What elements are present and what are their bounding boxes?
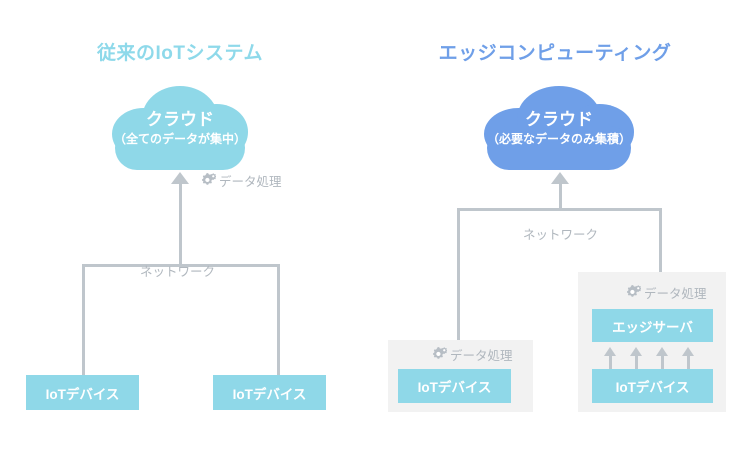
left-processing-label: データ処理 [219,175,282,189]
edge-arrow-head-1 [604,347,616,356]
right-group-2-processing-label-group: データ処理 [626,283,707,302]
edge-arrow-stem-2 [634,356,638,369]
right-group-2-processing-label: データ処理 [644,287,707,301]
left-network-bus [82,264,280,267]
left-iot-device-2: IoTデバイス [213,375,326,410]
left-cloud-text: クラウド （全てのデータが集中） [114,109,246,147]
right-group2-drop-line [659,208,662,278]
right-cloud-node: クラウド （必要なデータのみ集積） [484,86,634,170]
left-cloud-title: クラウド [145,109,214,129]
right-group-1-iot-device: IoTデバイス [398,369,511,403]
edge-arrow-head-2 [630,347,642,356]
cloud-base [114,126,246,170]
left-section-title: 従来のIoTシステム [97,43,263,64]
right-section-title: エッジコンピューティング [438,43,672,64]
left-cloud-node: クラウド （全てのデータが集中） [112,86,248,170]
right-cloud-title: クラウド [524,109,593,129]
right-group-1-processing-label: データ処理 [450,349,513,363]
edge-arrow-head-4 [682,347,694,356]
right-group-1-processing-label-group: データ処理 [432,345,513,364]
right-cloud-text: クラウド （必要なデータのみ集積） [487,109,631,147]
left-processing-label-group: データ処理 [201,171,282,190]
gears-icon [201,172,217,189]
right-network-bus [457,208,662,211]
cloud-base [487,126,631,170]
left-device1-drop-line [82,264,85,378]
edge-arrow-stem-3 [660,356,664,369]
left-iot-device-1: IoTデバイス [26,375,139,410]
left-network-label: ネットワーク [140,265,216,279]
left-cloud-arrowhead [171,172,189,184]
right-network-label: ネットワーク [523,228,599,242]
right-cloud-trunk-line [558,183,562,210]
left-device2-drop-line [277,264,280,378]
edge-arrow-stem-1 [608,356,612,369]
edge-arrow-head-3 [656,347,668,356]
gears-icon [432,346,448,363]
edge-arrow-stem-4 [686,356,690,369]
edge-server-box: エッジサーバ [592,309,713,342]
gears-icon [626,284,642,301]
left-cloud-subtitle: （全てのデータが集中） [113,132,246,147]
right-cloud-arrowhead [551,172,569,184]
left-cloud-trunk-line [178,183,182,265]
right-cloud-subtitle: （必要なデータのみ集積） [486,132,631,147]
right-group-2-iot-device: IoTデバイス [592,369,713,403]
right-group1-drop-line [457,208,460,370]
